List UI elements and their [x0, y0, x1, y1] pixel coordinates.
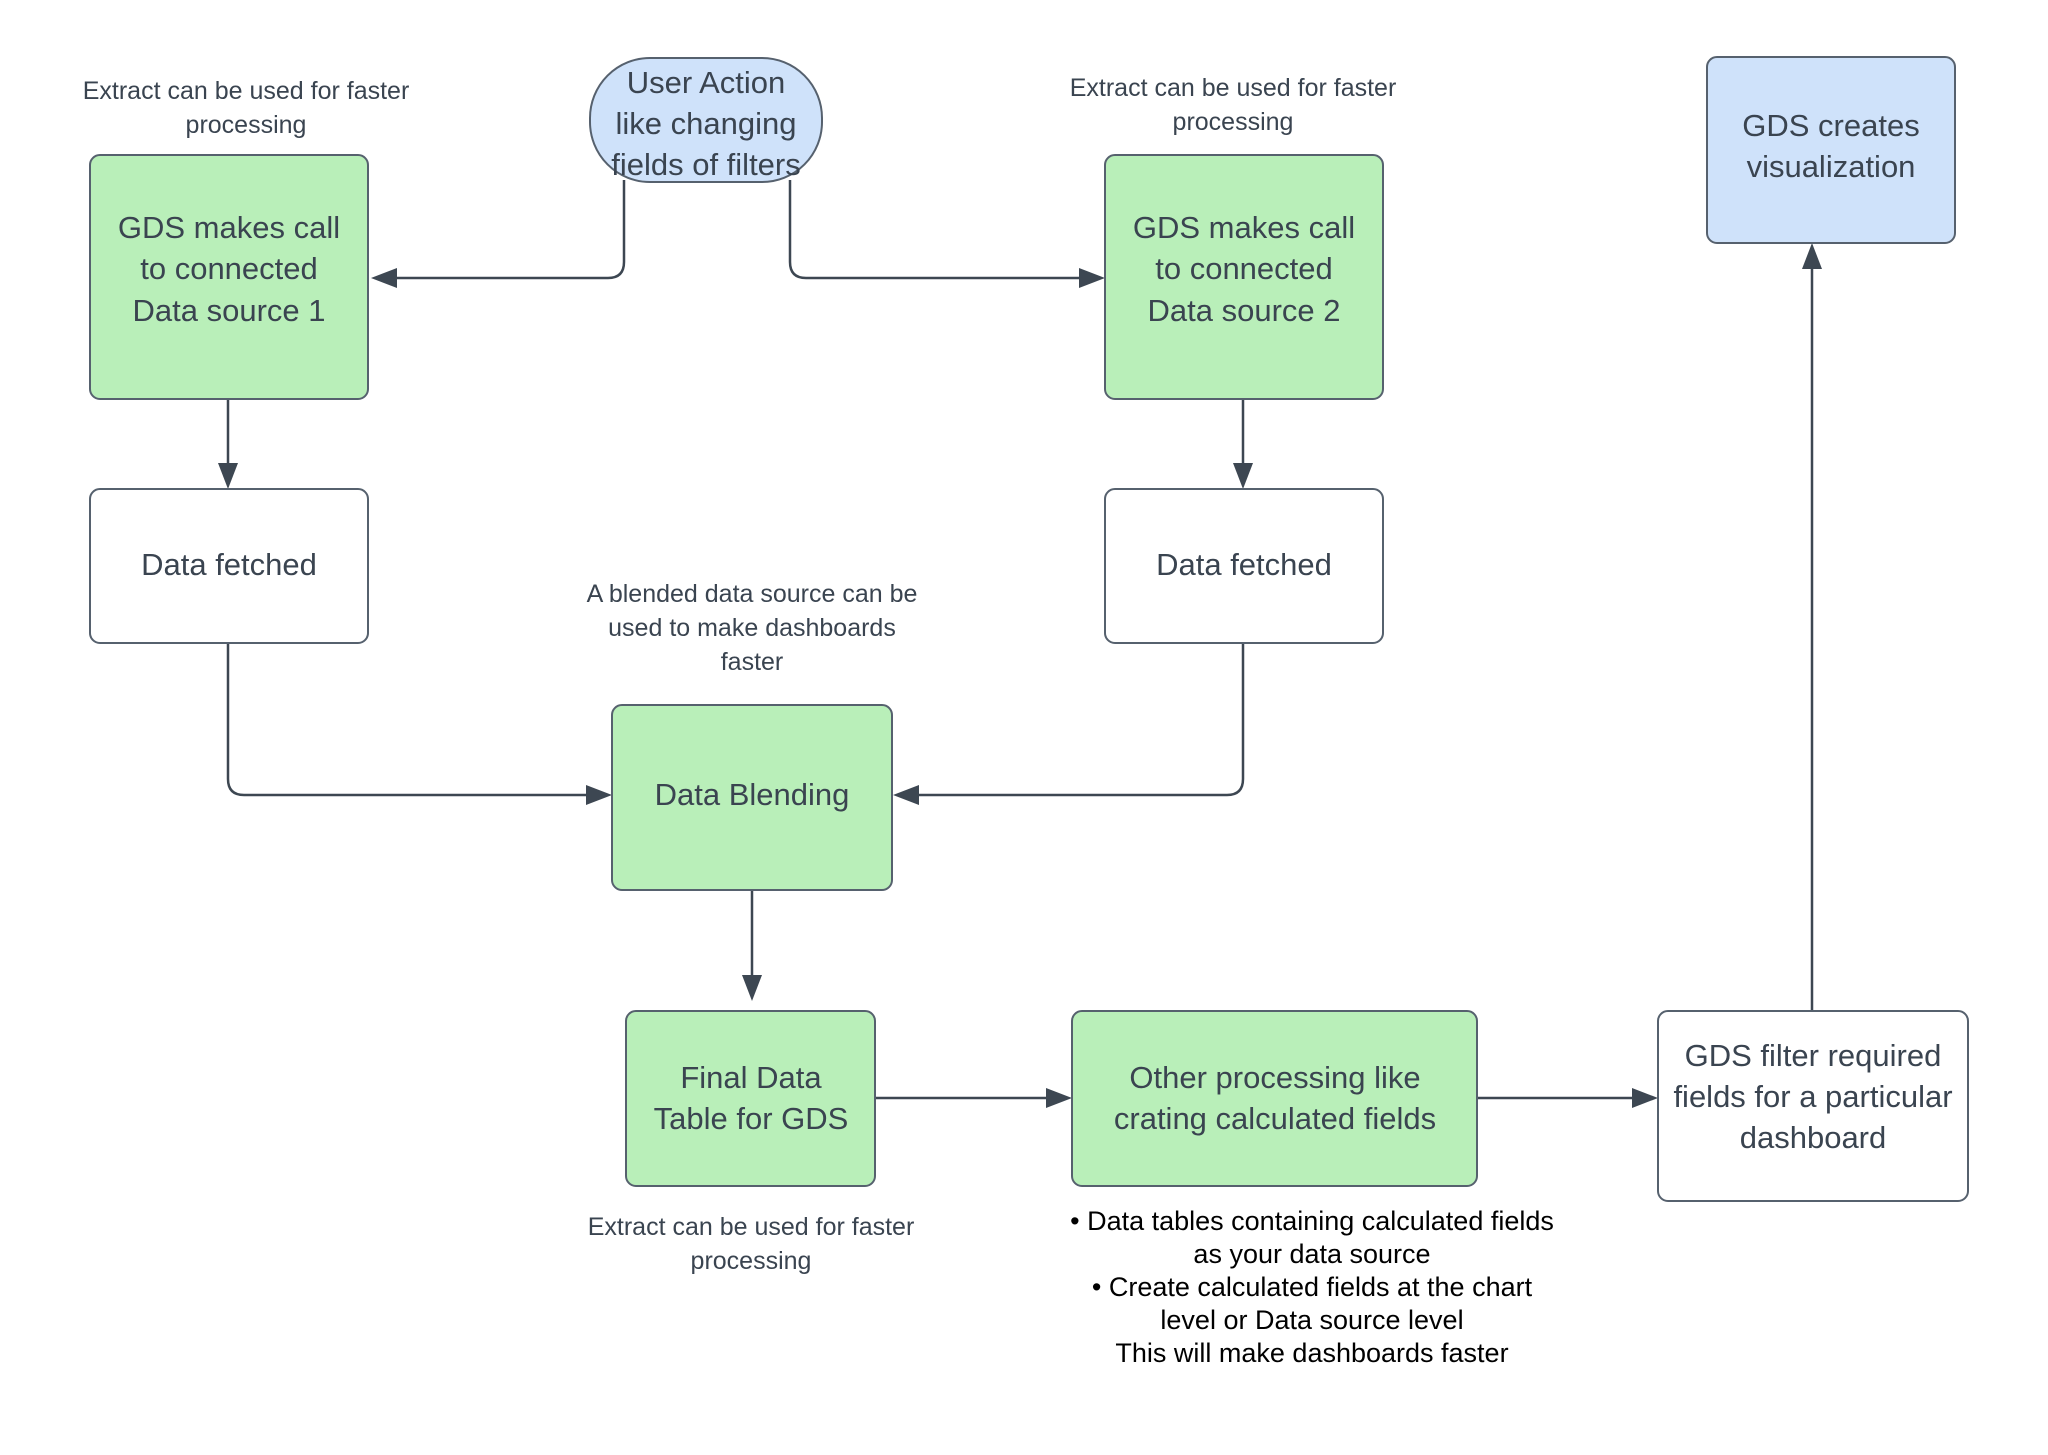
node-other-processing[interactable]: Other processing like crating calculated…	[1071, 1010, 1478, 1187]
arrowhead-icon	[218, 463, 238, 489]
edge-user-action-to-gds-call-1	[371, 180, 626, 288]
node-gds-visualization-line1: GDS creates	[1742, 108, 1919, 143]
node-gds-filter-line2: fields for a particular	[1673, 1079, 1952, 1114]
node-user-action[interactable]: User Action like changing fields of filt…	[589, 57, 823, 183]
arrowhead-icon	[1233, 463, 1253, 489]
node-other-processing-line1: Other processing like	[1129, 1060, 1420, 1095]
bullet-item-1-line-2: as your data source	[1193, 1239, 1430, 1269]
node-user-action-line3: fields of filters	[611, 147, 801, 182]
note-extract-bottom-line1: Extract can be used for faster	[588, 1213, 915, 1241]
edge-data-blending-to-final-data-table	[742, 890, 762, 1001]
note-extract-left-line2: processing	[186, 111, 307, 139]
bullet-footer-note: This will make dashboards faster	[1115, 1338, 1508, 1368]
node-data-fetched-left-label: Data fetched	[141, 547, 317, 582]
node-data-blending-label: Data Blending	[655, 777, 850, 812]
node-gds-filter-line3: dashboard	[1740, 1120, 1887, 1155]
node-data-fetched-left[interactable]: Data fetched	[89, 488, 369, 644]
node-gds-filter[interactable]: GDS filter required fields for a particu…	[1657, 1010, 1969, 1202]
edge-gds-filter-to-visualization	[1802, 243, 1822, 1011]
edge-final-data-table-to-other-processing	[875, 1088, 1072, 1108]
note-blended-source-line3: faster	[721, 648, 784, 676]
note-blended-source: A blended data source can be used to mak…	[587, 580, 918, 676]
arrowhead-icon	[893, 785, 919, 805]
note-extract-bottom-line2: processing	[691, 1247, 812, 1275]
edge-gds-call-2-to-data-fetched-right	[1233, 399, 1253, 489]
node-user-action-line1: User Action	[627, 65, 786, 100]
note-extract-bottom: Extract can be used for faster processin…	[588, 1213, 915, 1275]
arrowhead-icon	[371, 268, 397, 288]
bullet-list-other-processing: • Data tables containing calculated fiel…	[1070, 1206, 1554, 1368]
edge-other-processing-to-gds-filter	[1477, 1088, 1658, 1108]
edge-data-fetched-right-to-data-blending	[893, 643, 1245, 805]
note-blended-source-line1: A blended data source can be	[587, 580, 918, 608]
note-extract-right-line2: processing	[1173, 108, 1294, 136]
arrowhead-icon	[1046, 1088, 1072, 1108]
arrowhead-icon	[1079, 268, 1105, 288]
node-gds-call-1-line2: to connected	[140, 251, 318, 286]
bullet-item-1-line-1: • Data tables containing calculated fiel…	[1070, 1206, 1554, 1236]
node-user-action-line2: like changing	[616, 106, 797, 141]
note-extract-left: Extract can be used for faster processin…	[83, 77, 410, 139]
node-final-data-table-line2: Table for GDS	[654, 1101, 849, 1136]
node-other-processing-line2: crating calculated fields	[1114, 1101, 1436, 1136]
node-gds-filter-line1: GDS filter required	[1685, 1038, 1942, 1073]
note-extract-left-line1: Extract can be used for faster	[83, 77, 410, 105]
arrowhead-icon	[586, 785, 612, 805]
arrowhead-icon	[1632, 1088, 1658, 1108]
note-blended-source-line2: used to make dashboards	[608, 614, 896, 642]
arrowhead-icon	[1802, 243, 1822, 269]
node-final-data-table[interactable]: Final Data Table for GDS	[625, 1010, 876, 1187]
note-extract-right-line1: Extract can be used for faster	[1070, 74, 1397, 102]
node-gds-call-data-source-2[interactable]: GDS makes call to connected Data source …	[1104, 154, 1384, 400]
node-data-fetched-right-label: Data fetched	[1156, 547, 1332, 582]
arrowhead-icon	[742, 975, 762, 1001]
edge-user-action-to-gds-call-2	[788, 180, 1105, 288]
node-gds-visualization-line2: visualization	[1747, 149, 1916, 184]
node-final-data-table-line1: Final Data	[680, 1060, 822, 1095]
bullet-item-2-line-2: level or Data source level	[1160, 1305, 1463, 1335]
node-gds-visualization[interactable]: GDS creates visualization	[1706, 56, 1956, 244]
node-gds-call-2-line3: Data source 2	[1148, 293, 1341, 328]
node-data-fetched-right[interactable]: Data fetched	[1104, 488, 1384, 644]
bullet-item-2-line-1: • Create calculated fields at the chart	[1092, 1272, 1533, 1302]
node-gds-call-2-line2: to connected	[1155, 251, 1333, 286]
node-gds-call-data-source-1[interactable]: GDS makes call to connected Data source …	[89, 154, 369, 400]
node-gds-call-2-line1: GDS makes call	[1133, 210, 1355, 245]
node-gds-call-1-line1: GDS makes call	[118, 210, 340, 245]
edge-gds-call-1-to-data-fetched-left	[218, 399, 238, 489]
node-gds-call-1-line3: Data source 1	[133, 293, 326, 328]
note-extract-right: Extract can be used for faster processin…	[1070, 74, 1397, 136]
edge-data-fetched-left-to-data-blending	[226, 643, 612, 805]
node-data-blending[interactable]: Data Blending	[611, 704, 893, 891]
